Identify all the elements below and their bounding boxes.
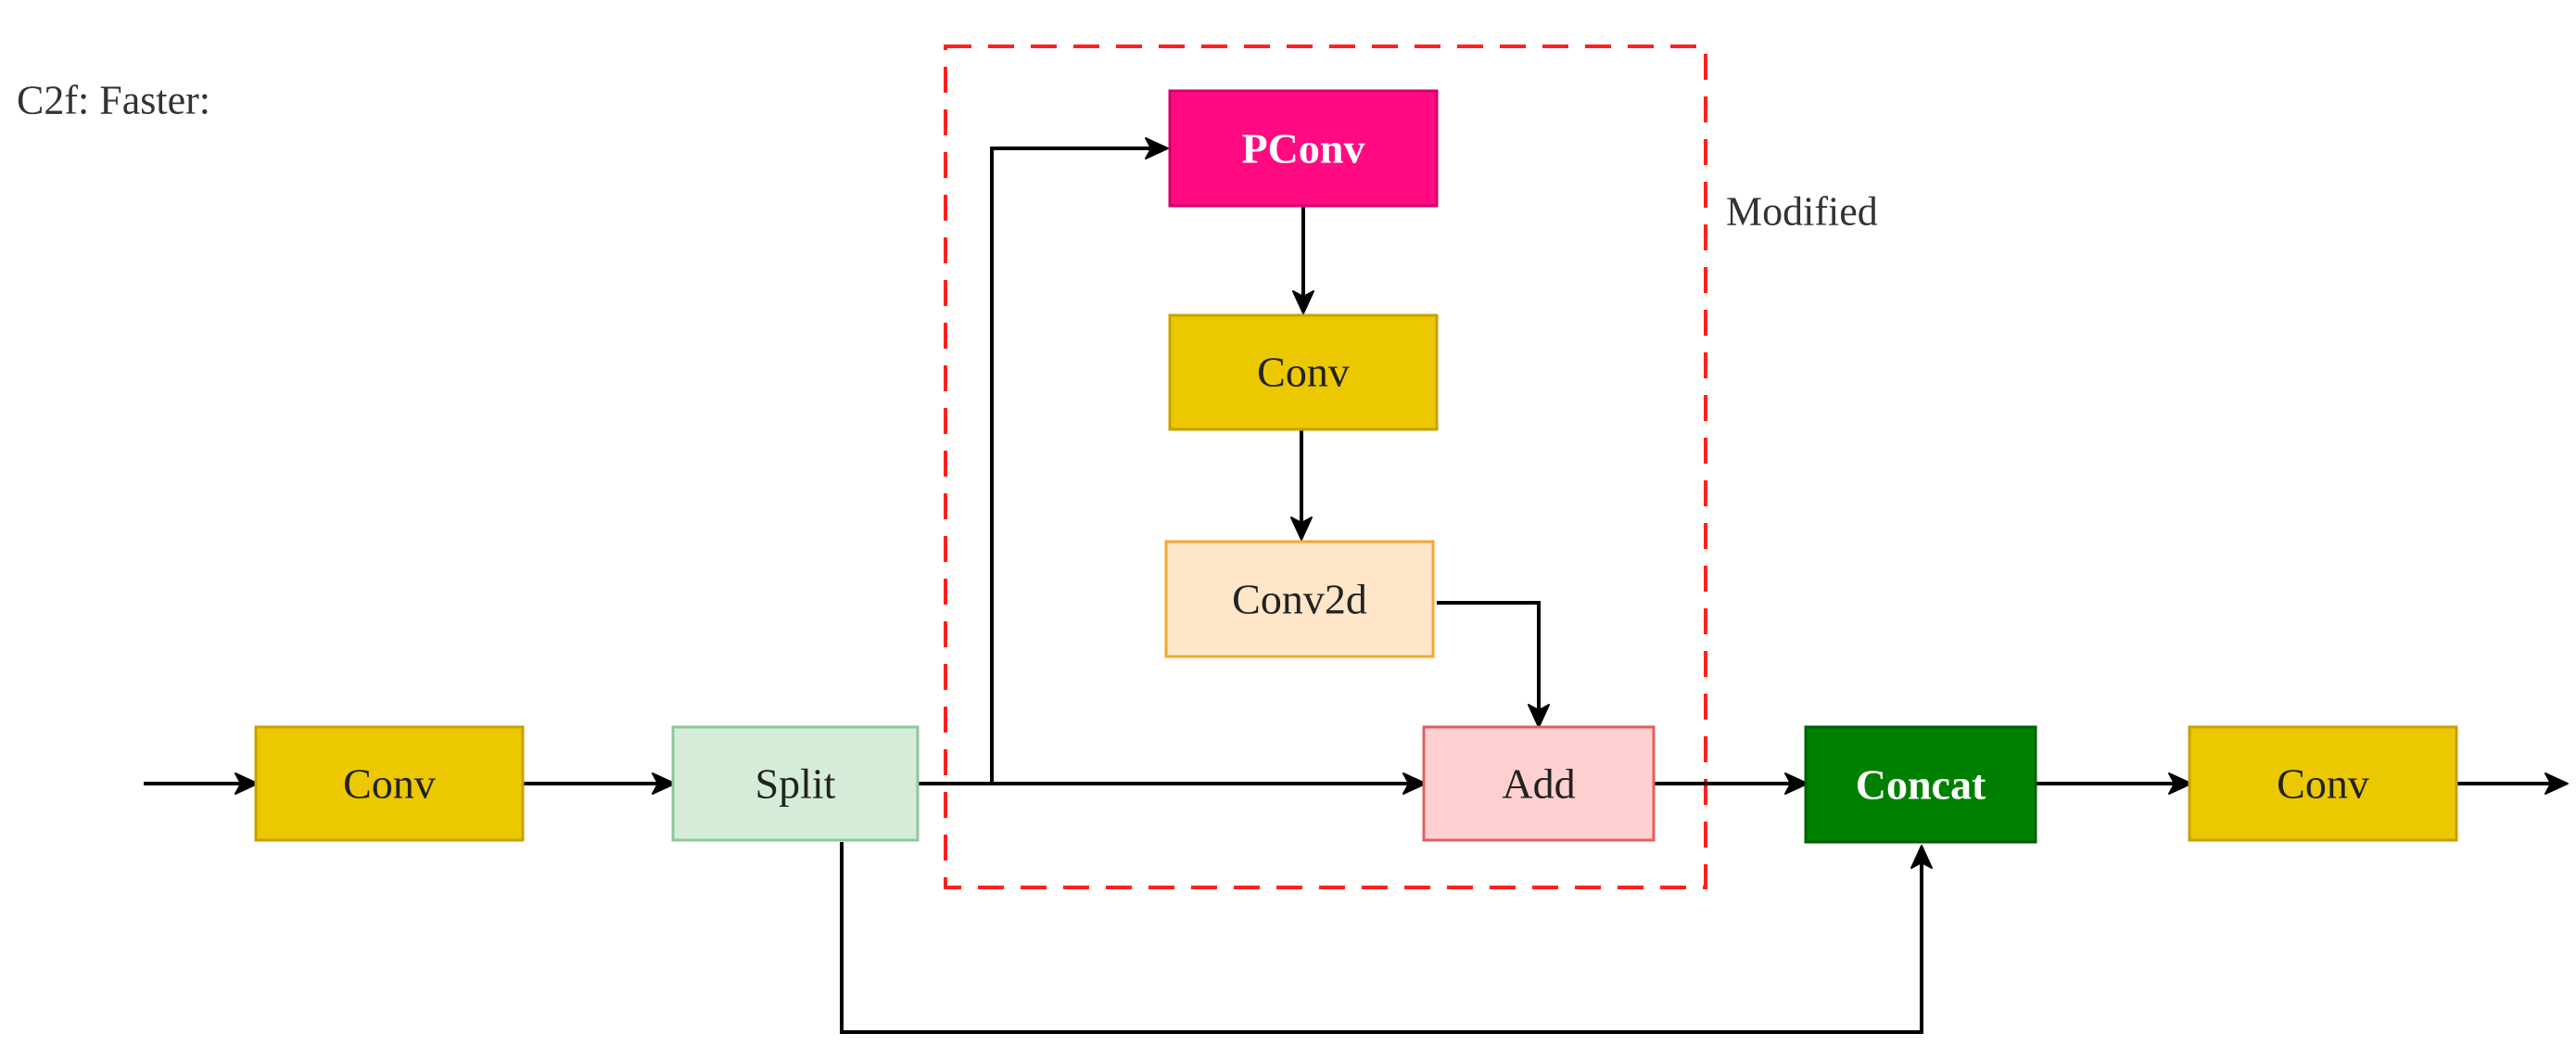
node-conv-output: Conv — [2188, 725, 2458, 842]
node-conv2d: Conv2d — [1164, 540, 1435, 658]
concat-label: Concat — [1856, 761, 1986, 809]
edge-conv2d-add — [1437, 601, 1541, 712]
edge-split-concat — [840, 842, 1923, 1034]
arrowhead-input-conv — [235, 772, 259, 795]
conv2d-box — [1164, 540, 1435, 658]
conv-middle-label: Conv — [1257, 349, 1350, 396]
concat-box — [1804, 725, 2037, 844]
conv2d-label: Conv2d — [1232, 576, 1367, 623]
edge-split-pconv — [990, 147, 1153, 784]
arrowhead-split-concat — [1910, 845, 1933, 869]
node-split: Split — [671, 725, 920, 842]
conv-middle-box — [1168, 313, 1439, 431]
conv-input-label: Conv — [343, 760, 436, 808]
split-label: Split — [755, 760, 836, 808]
diagram-title: C2f: Faster: — [17, 78, 210, 123]
node-concat: Concat — [1804, 725, 2037, 844]
arrowhead-split-pconv — [1145, 137, 1169, 159]
edges — [144, 137, 2569, 1034]
node-conv-middle: Conv — [1168, 313, 1439, 431]
node-pconv: PConv — [1168, 89, 1439, 208]
arrowhead-concat-conv — [2168, 772, 2192, 795]
modified-group-label: Modified — [1726, 189, 1878, 235]
pconv-label: PConv — [1242, 125, 1365, 172]
arrowhead-conv-output — [2544, 772, 2569, 795]
arrowhead-split-add — [1402, 772, 1427, 795]
conv-input-box — [254, 725, 525, 842]
arrowhead-pconv-conv — [1292, 290, 1314, 314]
node-conv-input: Conv — [254, 725, 525, 842]
conv-output-label: Conv — [2277, 760, 2369, 808]
modified-group-box — [944, 45, 1707, 889]
conv-output-box — [2188, 725, 2458, 842]
node-add: Add — [1422, 725, 1656, 842]
pconv-box — [1168, 89, 1439, 208]
arrowhead-conv2d-add — [1528, 704, 1550, 728]
add-label: Add — [1502, 760, 1575, 808]
arrowhead-conv-conv2d — [1290, 517, 1313, 541]
arrowhead-add-concat — [1784, 772, 1808, 795]
split-box — [671, 725, 920, 842]
add-box — [1422, 725, 1656, 842]
arrowhead-conv-split — [652, 772, 676, 795]
